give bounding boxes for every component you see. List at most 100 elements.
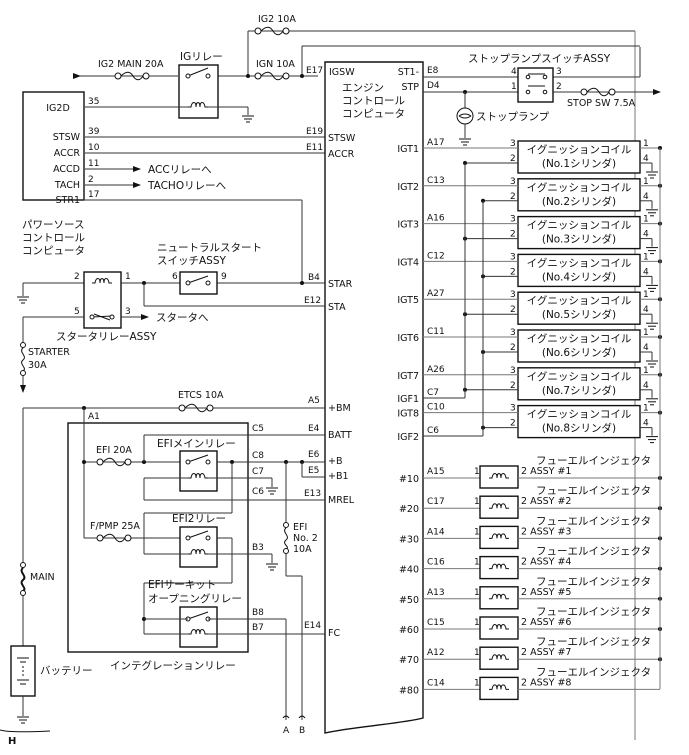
- battery-label: バッテリー: [40, 665, 93, 677]
- ig-relay-label: IGリレー: [180, 51, 223, 63]
- svg-text:1: 1: [643, 366, 649, 376]
- svg-text:E19: E19: [306, 127, 323, 137]
- acc-relay-dest: ACCリレーへ: [148, 164, 212, 176]
- svg-text:ACCR: ACCR: [54, 148, 81, 159]
- svg-text:A1: A1: [88, 412, 100, 422]
- svg-text:#40: #40: [399, 565, 419, 576]
- svg-text:C6: C6: [252, 487, 264, 497]
- ground-icon: [645, 436, 659, 444]
- fuse-efi-20a-label: EFI 20A: [96, 445, 132, 456]
- svg-text:2: 2: [88, 175, 94, 185]
- svg-text:2: 2: [556, 82, 562, 92]
- fuse-ig2-10a-label: IG2 10A: [258, 14, 296, 25]
- fuse-main: [20, 562, 26, 596]
- continuation-a: A: [283, 726, 290, 736]
- svg-text:E11: E11: [306, 143, 323, 153]
- fuse-starter-label: STARTER: [28, 347, 70, 358]
- svg-text:(No.8シリンダ): (No.8シリンダ): [542, 422, 616, 435]
- svg-text:IGT4: IGT4: [397, 257, 419, 268]
- svg-text:フューエルインジェクタ: フューエルインジェクタ: [536, 485, 651, 497]
- svg-text:2 ASSY #5: 2 ASSY #5: [521, 587, 571, 598]
- fuse-ign-10a-label: IGN 10A: [256, 59, 295, 70]
- svg-text:B3: B3: [252, 543, 264, 553]
- svg-text:No. 2: No. 2: [293, 533, 318, 544]
- svg-text:IGT5: IGT5: [397, 295, 419, 306]
- svg-text:1: 1: [643, 215, 649, 225]
- svg-text:10: 10: [88, 143, 100, 153]
- fuse-stop-sw-label: STOP SW 7.5A: [567, 98, 636, 109]
- svg-text:2 ASSY #7: 2 ASSY #7: [521, 647, 571, 658]
- efi-main-relay-label: EFIメインリレー: [157, 438, 236, 450]
- svg-text:1: 1: [643, 290, 649, 300]
- power-source-control-computer: IG2D STSW ACCR ACCD TACH STR1 35 39 10 1…: [22, 91, 100, 257]
- svg-text:E5: E5: [308, 466, 319, 476]
- svg-text:ACCR: ACCR: [328, 149, 355, 160]
- svg-text:11: 11: [88, 159, 99, 169]
- svg-text:39: 39: [88, 127, 100, 137]
- svg-text:イグニッションコイル: イグニッションコイル: [527, 294, 632, 307]
- svg-text:2 ASSY #3: 2 ASSY #3: [521, 526, 571, 537]
- svg-text:コンピュータ: コンピュータ: [22, 245, 85, 257]
- svg-text:スイッチASSY: スイッチASSY: [157, 255, 227, 267]
- svg-text:IGT7: IGT7: [397, 371, 419, 382]
- stop-lamp-switch: 4 3 1 2 ストップランプスイッチASSY: [468, 53, 611, 103]
- svg-text:1: 1: [643, 177, 649, 187]
- fuse-starter: [20, 342, 26, 376]
- svg-text:フューエルインジェクタ: フューエルインジェクタ: [536, 455, 651, 467]
- svg-text:A5: A5: [308, 396, 320, 406]
- svg-text:1: 1: [643, 252, 649, 262]
- svg-text:#80: #80: [399, 685, 419, 696]
- svg-text:C8: C8: [252, 451, 264, 461]
- svg-text:MREL: MREL: [328, 495, 355, 506]
- svg-text:D4: D4: [427, 81, 440, 91]
- ground-icon: [241, 115, 255, 123]
- svg-text:イグニッションコイル: イグニッションコイル: [527, 370, 632, 383]
- ig-relay: IGリレー: [178, 51, 223, 119]
- svg-text:1: 1: [125, 272, 131, 282]
- svg-text:2: 2: [510, 154, 516, 164]
- svg-text:E14: E14: [304, 621, 321, 631]
- svg-text:35: 35: [88, 97, 99, 107]
- fuse-fpmp-label: F/PMP 25A: [90, 521, 140, 532]
- svg-text:STAR: STAR: [328, 279, 353, 290]
- svg-text:STA: STA: [328, 302, 346, 313]
- svg-text:2: 2: [510, 192, 516, 202]
- svg-text:フューエルインジェクタ: フューエルインジェクタ: [536, 666, 651, 678]
- tacho-relay-dest: TACHOリレーへ: [147, 180, 226, 192]
- svg-text:ニュートラルスタート: ニュートラルスタート: [157, 242, 262, 254]
- svg-text:+B1: +B1: [328, 471, 349, 482]
- svg-text:C11: C11: [427, 327, 445, 337]
- svg-text:1: 1: [474, 588, 480, 598]
- svg-text:IGT2: IGT2: [397, 182, 419, 193]
- starter-dest: スタータへ: [156, 312, 209, 324]
- svg-text:EFI: EFI: [293, 522, 307, 533]
- continuation-b: B: [299, 726, 305, 736]
- svg-text:4: 4: [643, 154, 649, 164]
- svg-text:BATT: BATT: [328, 430, 352, 441]
- svg-text:C6: C6: [427, 426, 439, 436]
- svg-text:オープニングリレー: オープニングリレー: [148, 592, 242, 605]
- svg-text:FC: FC: [328, 628, 340, 639]
- svg-text:4: 4: [643, 381, 649, 391]
- svg-text:+BM: +BM: [328, 403, 351, 414]
- svg-text:2: 2: [510, 305, 516, 315]
- svg-text:E6: E6: [308, 450, 320, 460]
- svg-text:C15: C15: [427, 618, 445, 628]
- svg-text:A26: A26: [427, 365, 445, 375]
- svg-text:C12: C12: [427, 251, 445, 261]
- svg-text:9: 9: [221, 272, 227, 282]
- svg-text:4: 4: [643, 305, 649, 315]
- svg-text:(No.5シリンダ): (No.5シリンダ): [542, 308, 616, 321]
- svg-text:EFIサーキット: EFIサーキット: [148, 579, 216, 591]
